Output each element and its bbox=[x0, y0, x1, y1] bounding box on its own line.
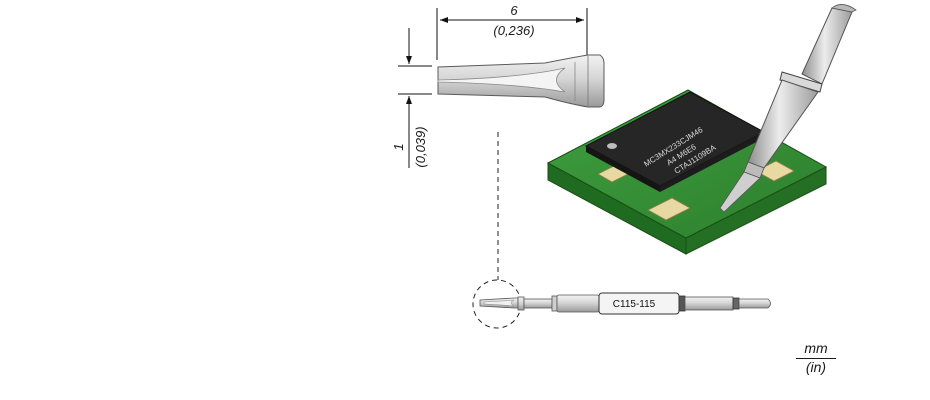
units-secondary: (in) bbox=[805, 359, 827, 375]
soldering-iron bbox=[719, 4, 857, 213]
cartridge-part-label: C115-115 bbox=[613, 299, 656, 310]
tip-profile bbox=[437, 54, 605, 108]
thickness-dimension: 1 (0,039) bbox=[391, 28, 432, 168]
chip: MC3MX233CJM46 A4 M6E6 CTAJ1109BA bbox=[584, 91, 766, 192]
thickness-in-label: (0,039) bbox=[413, 126, 428, 167]
units-legend: mm (in) bbox=[796, 340, 836, 376]
cartridge: C115-115 bbox=[479, 292, 771, 315]
pin1-dot bbox=[607, 143, 617, 149]
pcb-board: MC3MX233CJM46 A4 M6E6 CTAJ1109BA bbox=[546, 89, 828, 255]
units-primary: mm bbox=[796, 340, 836, 359]
width-in-label: (0,236) bbox=[493, 23, 534, 38]
width-dimension: 6 (0,236) bbox=[436, 3, 588, 60]
thickness-mm-label: 1 bbox=[391, 143, 406, 150]
width-mm-label: 6 bbox=[510, 3, 518, 18]
